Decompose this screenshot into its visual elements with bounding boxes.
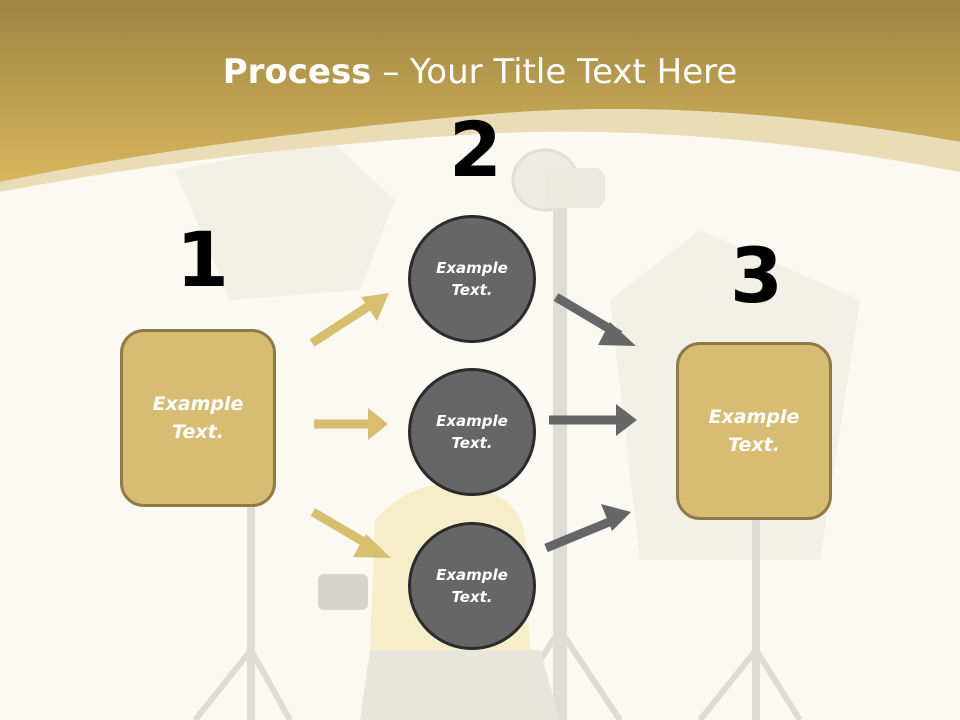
step-2-circle-middle: Example Text.: [408, 368, 536, 496]
circle-label: Example Text.: [436, 411, 508, 453]
step-1-label: Example Text.: [152, 392, 244, 444]
tripod-leg: [753, 648, 803, 720]
step-2-circle-top: Example Text.: [408, 215, 536, 343]
step-1-box: Example Text.: [120, 329, 276, 507]
step-2-circle-bottom: Example Text.: [408, 522, 536, 650]
step-3-box: Example Text.: [676, 342, 832, 520]
tripod-leg: [557, 628, 623, 720]
arrows-from-step-1: [309, 293, 391, 558]
step-number-3: 3: [730, 231, 783, 320]
step-number-2: 2: [449, 105, 502, 194]
arrow-shaft-gray: [544, 515, 616, 553]
arrow-head-gold: [361, 293, 389, 321]
circle-label: Example Text.: [436, 565, 508, 607]
header-band: [0, 0, 960, 182]
circle-label: Example Text.: [436, 258, 508, 300]
slide-title: Process – Your Title Text Here: [0, 52, 960, 92]
slide-title-rest: – Your Title Text Here: [371, 52, 738, 92]
arrow-head-gray: [601, 504, 631, 531]
arrow-head-gray: [598, 322, 636, 346]
step-3-label: Example Text.: [708, 405, 800, 457]
light-stand-left: [247, 505, 255, 720]
camera: [318, 574, 368, 610]
step-number-1: 1: [176, 215, 229, 304]
arrow-head-gray: [616, 404, 637, 436]
arrow-head-gold: [353, 534, 391, 558]
studio-lamp-body: [545, 168, 605, 208]
light-stand-center: [553, 200, 567, 720]
umbrella-left: [175, 140, 395, 300]
tripod-leg: [248, 648, 293, 720]
photographer-legs: [360, 650, 560, 720]
header-curve-accent: [0, 109, 960, 192]
light-stand-right: [752, 520, 760, 720]
arrows-to-step-3: [544, 293, 637, 553]
tripod-leg: [697, 648, 759, 720]
arrow-head-gold: [368, 408, 388, 440]
arrow-shaft-gold: [309, 300, 375, 347]
tripod-leg: [192, 648, 254, 720]
slide-title-bold: Process: [222, 52, 372, 92]
